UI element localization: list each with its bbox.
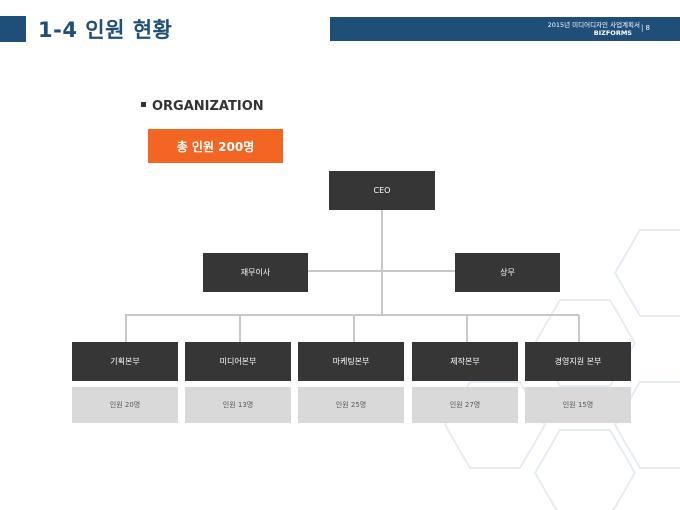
connector-ceo-down [381,210,383,271]
org-node-division: 미디어본부 [185,342,291,381]
connector-division-5 [578,315,580,342]
division-headcount: 인원 27명 [412,387,518,423]
page-number: | 8 [640,24,650,32]
connector-division-3 [353,315,355,342]
connector-division-horizontal [125,314,579,316]
total-headcount-badge: 총 인원 200명 [148,129,283,163]
org-node-finance-director: 재무이사 [203,253,308,292]
org-node-ceo: CEO [329,171,435,210]
header-brand: BIZFORMS [593,29,632,37]
org-node-division: 경영지원 본부 [525,342,631,381]
division-headcount: 인원 15명 [525,387,631,423]
header-subtitle: 2015년 미디어디자인 사업계획서 [547,21,640,29]
division-headcount: 인원 13명 [185,387,291,423]
bullet-icon [141,102,146,107]
org-node-division: 마케팅본부 [298,342,404,381]
section-label: ORGANIZATION [152,99,264,114]
connector-division-4 [466,315,468,342]
org-node-division: 제작본부 [412,342,518,381]
page-title: 1-4 인원 현황 [38,18,173,42]
header-bar: 2015년 미디어디자인 사업계획서 BIZFORMS | 8 [330,17,680,41]
connector-division-1 [125,315,127,342]
connector-division-2 [239,315,241,342]
division-headcount: 인원 20명 [72,387,178,423]
section-heading: ORGANIZATION [141,99,264,114]
org-node-managing-director: 상무 [455,253,560,292]
division-headcount: 인원 25명 [298,387,404,423]
connector-exec-down [381,271,383,315]
header-accent-block [0,16,26,42]
org-node-division: 기획본부 [72,342,178,381]
